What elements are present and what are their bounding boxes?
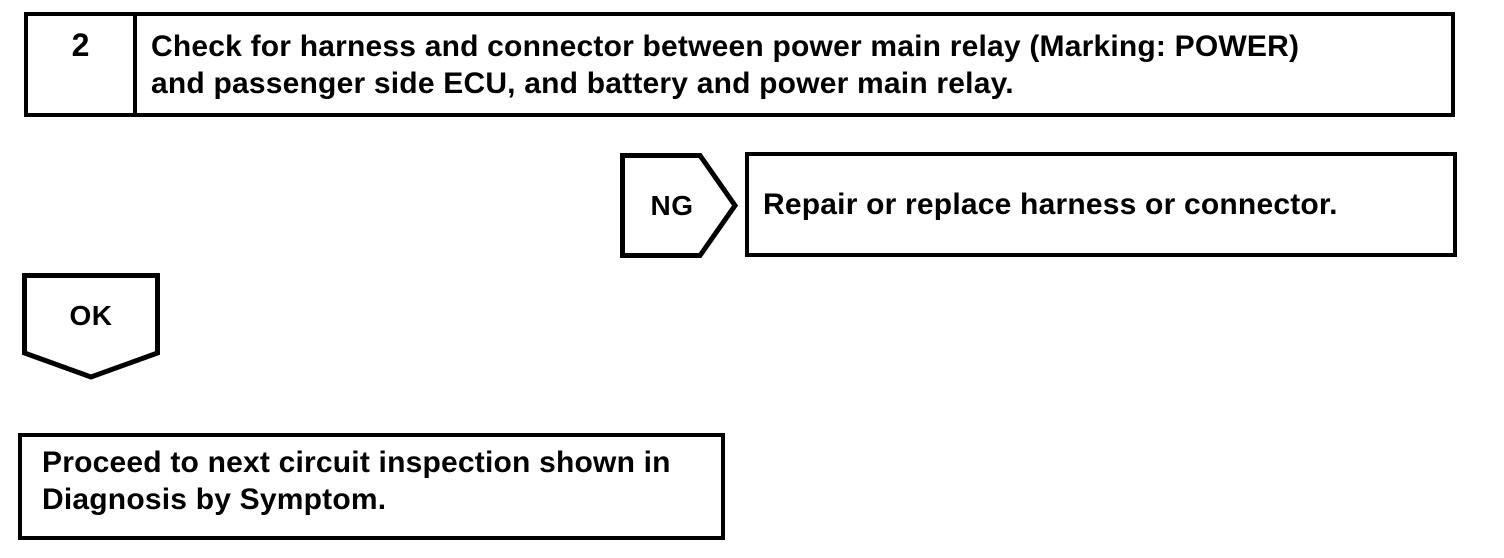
ng-label: NG [650,190,694,221]
ok-action-text: Proceed to next circuit inspection shown… [42,446,671,516]
step-box: 2 Check for harness and connector betwee… [24,12,1455,117]
ok-label: OK [69,300,113,331]
step-instruction-cell: Check for harness and connector between … [137,16,1451,113]
ng-connector: NG [620,153,738,258]
ng-action-text: Repair or replace harness or connector. [763,188,1338,221]
ng-arrow-right-shape [620,153,738,258]
step-number-cell: 2 [28,16,137,113]
ok-action-box: Proceed to next circuit inspection shown… [18,433,725,540]
ok-arrow-down-shape [22,273,160,380]
ng-action-box: Repair or replace harness or connector. [745,152,1457,257]
step-instruction-text: Check for harness and connector between … [151,29,1300,100]
ok-connector: OK [22,273,160,380]
